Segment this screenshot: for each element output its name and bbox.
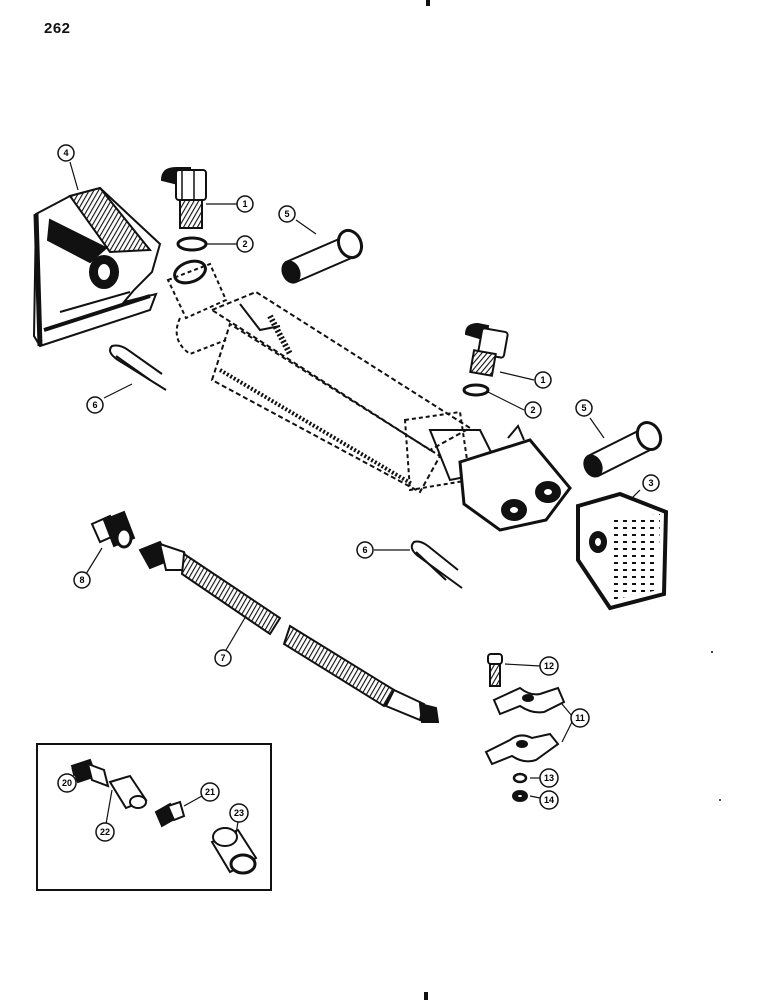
callout-22: 22 <box>95 822 115 842</box>
inset-frame <box>36 743 272 891</box>
callout-1-top: 1 <box>236 195 254 213</box>
part-22-coupling <box>108 774 148 810</box>
callout-label: 7 <box>220 653 225 663</box>
part-6-hair-pin-left <box>109 344 167 391</box>
callouts: 1 2 1 2 3 4 5 5 6 6 7 8 11 12 13 14 20 2… <box>57 144 660 842</box>
callout-label: 20 <box>62 778 72 788</box>
part-13-washer <box>512 772 528 784</box>
callout-1-lower: 1 <box>534 371 552 389</box>
callout-7: 7 <box>214 649 232 667</box>
callout-label: 3 <box>648 478 653 488</box>
callout-label: 6 <box>362 545 367 555</box>
speck <box>711 651 713 653</box>
part-7-hose <box>138 540 440 723</box>
callout-label: 21 <box>205 787 215 797</box>
callout-8: 8 <box>73 571 91 589</box>
callout-label: 2 <box>530 405 535 415</box>
callout-label: 4 <box>63 148 68 158</box>
part-1-elbow-fitting-top <box>160 167 207 229</box>
callout-5-right: 5 <box>575 399 593 417</box>
part-14-nut <box>512 790 528 802</box>
callout-4: 4 <box>57 144 75 162</box>
callout-label: 5 <box>284 209 289 219</box>
callout-12: 12 <box>539 656 559 676</box>
part-21-nipple <box>154 800 186 828</box>
callout-label: 22 <box>100 827 110 837</box>
callout-label: 6 <box>92 400 97 410</box>
part-2-o-ring-lower <box>462 383 490 397</box>
callout-6-right: 6 <box>356 541 374 559</box>
callout-label: 13 <box>544 773 554 783</box>
part-23-sleeve <box>210 827 258 875</box>
callout-6-left: 6 <box>86 396 104 414</box>
part-3-plate <box>576 491 669 611</box>
callout-label: 2 <box>242 239 247 249</box>
callout-label: 23 <box>234 808 244 818</box>
bottom-tick <box>424 992 428 1000</box>
callout-label: 1 <box>540 375 545 385</box>
callout-20: 20 <box>57 773 77 793</box>
part-4-bracket <box>32 186 162 348</box>
part-6-hair-pin-right <box>410 540 463 589</box>
callout-5-top: 5 <box>278 205 296 223</box>
part-8-adapter <box>90 510 136 549</box>
callout-label: 8 <box>79 575 84 585</box>
leader-lines <box>69 161 641 835</box>
speck <box>719 799 721 801</box>
page-number: 262 <box>44 20 71 37</box>
part-2-o-ring-top <box>176 236 208 252</box>
callout-label: 14 <box>544 795 554 805</box>
callout-23: 23 <box>229 803 249 823</box>
callout-label: 11 <box>575 713 585 723</box>
callout-21: 21 <box>200 782 220 802</box>
cylinder-clevis <box>458 424 572 532</box>
callout-14: 14 <box>539 790 559 810</box>
callout-label: 12 <box>544 661 554 671</box>
part-12-bolt <box>487 653 503 687</box>
part-20-reducer <box>70 758 110 788</box>
part-5-pin-top <box>281 228 364 284</box>
callout-13: 13 <box>539 768 559 788</box>
part-1-elbow-fitting-lower <box>464 322 509 377</box>
callout-2-lower: 2 <box>524 401 542 419</box>
callout-11: 11 <box>570 708 590 728</box>
callout-label: 5 <box>581 403 586 413</box>
hydraulic-cylinder <box>166 259 502 494</box>
part-5-pin-right <box>583 421 663 478</box>
top-tick <box>426 0 430 6</box>
callout-label: 1 <box>242 199 247 209</box>
callout-2-top: 2 <box>236 235 254 253</box>
callout-3: 3 <box>642 474 660 492</box>
part-11-clamps <box>484 686 566 766</box>
